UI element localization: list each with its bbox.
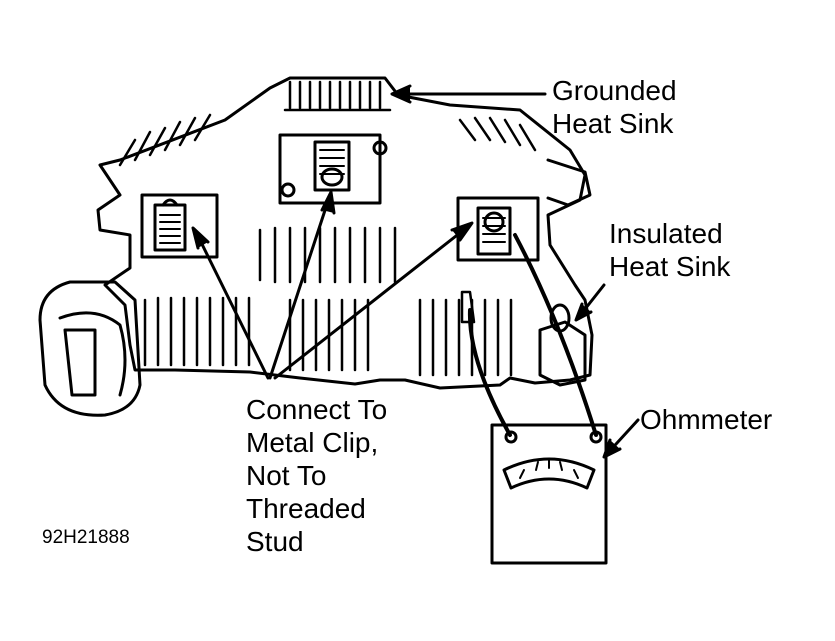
- ohmmeter-leads: [467, 233, 598, 437]
- right-terminal: [456, 196, 540, 262]
- rectifier-body-outline: [96, 76, 594, 390]
- insulated-heat-sink-label-line-2: Heat Sink: [609, 251, 731, 282]
- left-terminal: [140, 193, 219, 259]
- center-terminal: [278, 133, 388, 205]
- left-end-cap: [38, 280, 142, 417]
- ohmmeter-label: Ohmmeter: [640, 404, 773, 435]
- insulated-heat-sink-label: Insulated Heat Sink: [609, 217, 730, 283]
- connect-to-clip-line-1: Connect To: [246, 394, 388, 425]
- connect-to-clip-label: Connect To Metal Clip, Not To Threaded S…: [246, 393, 387, 558]
- ohmmeter: [490, 423, 608, 565]
- grounded-heat-sink-label-line-2: Heat Sink: [552, 108, 674, 139]
- insulated-heat-sink-label-line-1: Insulated: [609, 218, 723, 249]
- connect-to-clip-line-5: Stud: [246, 526, 304, 557]
- connect-to-clip-line-3: Not To: [246, 460, 327, 491]
- grounded-heat-sink-label: Grounded Heat Sink: [552, 74, 677, 140]
- connect-to-clip-line-4: Threaded: [246, 493, 366, 524]
- figure-code: 92H21888: [42, 527, 130, 548]
- callout-arrows: [191, 84, 640, 459]
- grounded-heat-sink-fins: [118, 80, 537, 167]
- connect-to-clip-line-2: Metal Clip,: [246, 427, 379, 458]
- grounded-heat-sink-label-line-1: Grounded: [552, 75, 677, 106]
- probe-clip: [460, 290, 476, 324]
- lower-heat-sink-fins: [143, 226, 513, 377]
